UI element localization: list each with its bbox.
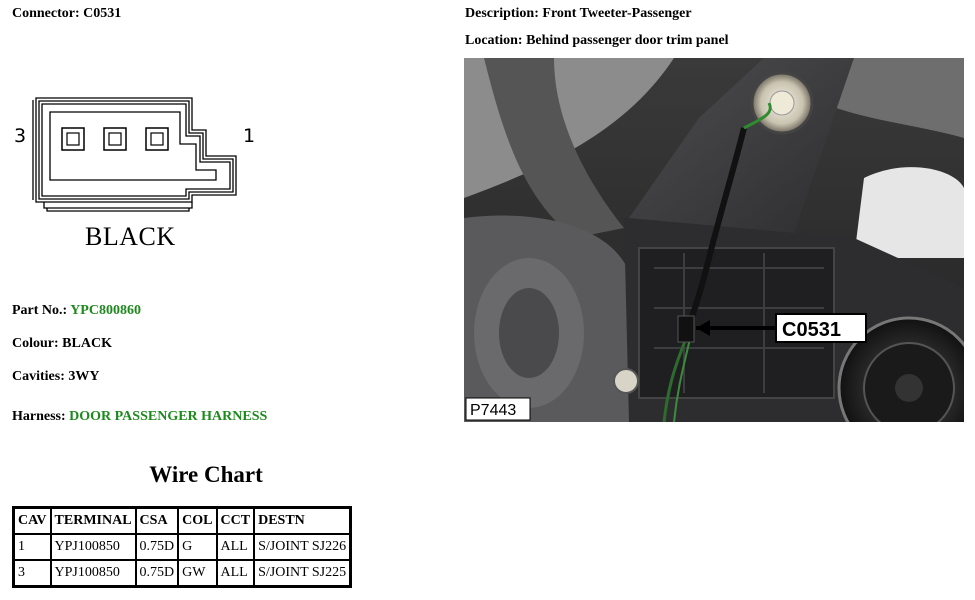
- connector-colour-label: BLACK: [85, 222, 176, 251]
- cell-destn: S/JOINT SJ225: [253, 559, 352, 588]
- location-value: Behind passenger door trim panel: [526, 33, 729, 48]
- location-photo: C0531 P7443: [464, 58, 964, 422]
- cell-csa: 0.75D: [134, 559, 180, 588]
- part-number-link[interactable]: YPC800860: [70, 303, 141, 318]
- description-line: Description: Front Tweeter-Passenger: [465, 6, 692, 22]
- header-cct: CCT: [215, 506, 256, 535]
- header-terminal: TERMINAL: [49, 506, 137, 535]
- header-col: COL: [177, 506, 218, 535]
- colour-line: Colour: BLACK: [12, 336, 112, 352]
- part-number-label: Part No.:: [12, 303, 68, 318]
- connector-line: Connector: C0531: [12, 6, 121, 22]
- harness-line: Harness: DOOR PASSENGER HARNESS: [12, 409, 267, 425]
- part-number-line: Part No.: YPC800860: [12, 303, 141, 319]
- connector-value: C0531: [83, 6, 122, 21]
- table-row: 1 YPJ100850 0.75D G ALL S/JOINT SJ226: [12, 533, 352, 561]
- cell-cav: 3: [12, 559, 52, 588]
- colour-label: Colour:: [12, 336, 59, 351]
- cell-col: GW: [177, 559, 218, 588]
- cell-csa: 0.75D: [134, 533, 180, 561]
- cavities-label: Cavities:: [12, 369, 65, 384]
- cell-col: G: [177, 533, 218, 561]
- harness-label: Harness:: [12, 409, 66, 424]
- wire-chart-title: Wire Chart: [149, 462, 263, 487]
- cavity-1: [145, 127, 169, 151]
- location-line: Location: Behind passenger door trim pan…: [465, 33, 729, 49]
- header-destn: DESTN: [253, 506, 352, 535]
- cavities-line: Cavities: 3WY: [12, 369, 100, 385]
- callout-label: C0531: [782, 319, 841, 341]
- harness-link[interactable]: DOOR PASSENGER HARNESS: [69, 409, 268, 424]
- pin-label-right: 1: [243, 125, 256, 147]
- colour-value: BLACK: [62, 336, 112, 351]
- cell-terminal: YPJ100850: [49, 559, 137, 588]
- cavities-value: 3WY: [68, 369, 100, 384]
- description-value: Front Tweeter-Passenger: [542, 6, 692, 21]
- cell-cct: ALL: [215, 559, 256, 588]
- table-row: 3 YPJ100850 0.75D GW ALL S/JOINT SJ225: [12, 559, 352, 588]
- wire-chart-table: CAV TERMINAL CSA COL CCT DESTN 1 YPJ1008…: [12, 506, 353, 588]
- location-label: Location:: [465, 33, 523, 48]
- cell-terminal: YPJ100850: [49, 533, 137, 561]
- cavity-3: [61, 127, 85, 151]
- header-cav: CAV: [12, 506, 52, 535]
- cell-cct: ALL: [215, 533, 256, 561]
- pin-label-left: 3: [14, 125, 27, 147]
- table-header-row: CAV TERMINAL CSA COL CCT DESTN: [12, 506, 352, 535]
- cell-destn: S/JOINT SJ226: [253, 533, 352, 561]
- connector-diagram: [32, 97, 237, 212]
- description-label: Description:: [465, 6, 539, 21]
- cavity-group: [61, 127, 169, 151]
- cell-cav: 1: [12, 533, 52, 561]
- cavity-2: [103, 127, 127, 151]
- connector-label: Connector:: [12, 6, 80, 21]
- header-csa: CSA: [134, 506, 180, 535]
- photo-reference: P7443: [470, 402, 516, 419]
